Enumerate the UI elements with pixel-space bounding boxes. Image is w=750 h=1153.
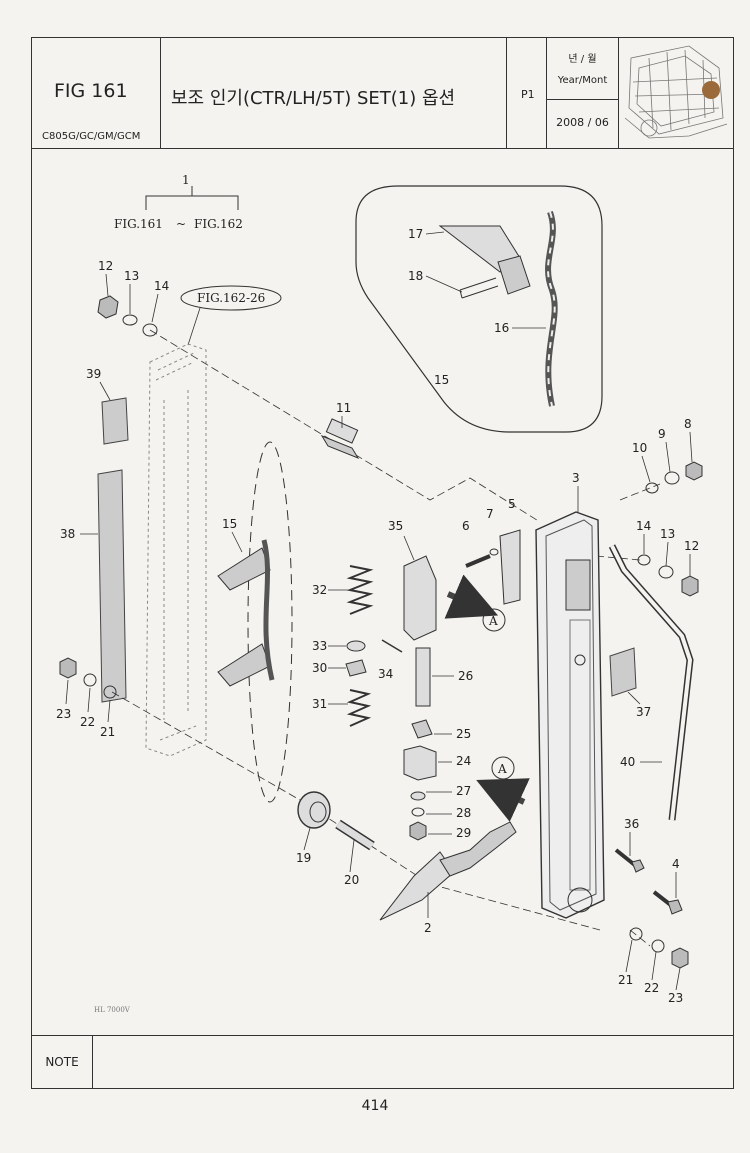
year-month-label-kr: 년 / 월 (568, 54, 597, 65)
callout-23-left: 23 (56, 707, 71, 721)
fig-cell: FIG 161 C805G/GC/GM/GCM (32, 38, 161, 148)
view-mark-a-2: A (497, 762, 507, 776)
fasteners-bottom-right: 21 22 23 (618, 927, 689, 1005)
sprocket-and-shaft: 19 20 (296, 791, 375, 887)
callout-35: 35 (388, 519, 403, 533)
callout-20: 20 (344, 873, 359, 887)
callout-11: 11 (336, 401, 351, 415)
cylinder-26: 34 26 (378, 639, 473, 707)
callout-39: 39 (86, 367, 101, 381)
callout-36: 36 (624, 817, 639, 831)
fig-ref-label: FIG.162-26 (197, 291, 265, 305)
callout-21-right: 21 (618, 973, 633, 987)
callout-1: 1 (182, 173, 190, 187)
date-cell: 년 / 월 Year/Mont 2008 / 06 (547, 38, 619, 148)
callout-22-left: 22 (80, 715, 95, 729)
drawing-code: HL 7000V (94, 1006, 131, 1014)
callout-33: 33 (312, 639, 327, 653)
label-plates: 39 38 (60, 367, 129, 703)
assembly-bracket: 1 FIG.161 ~ FIG.162 (114, 173, 243, 231)
callout-26: 26 (458, 669, 473, 683)
drawing-sheet: FIG 161 C805G/GC/GM/GCM 보조 인기(CTR/LH/5T)… (31, 37, 734, 1089)
title-block: FIG 161 C805G/GC/GM/GCM 보조 인기(CTR/LH/5T)… (32, 38, 733, 149)
callout-7: 7 (486, 507, 494, 521)
callout-16: 16 (494, 321, 509, 335)
year-month-label-en: Year/Mont (557, 75, 608, 86)
chain-detail-inset: 17 18 16 15 (355, 185, 603, 433)
callout-27: 27 (456, 784, 471, 798)
thumbnail-cell (619, 38, 735, 148)
lifter-2: 2 (379, 821, 517, 935)
callout-14-top: 14 (154, 279, 169, 293)
callout-34: 34 (378, 667, 393, 681)
callout-18: 18 (408, 269, 423, 283)
callout-32: 32 (312, 583, 327, 597)
callout-3: 3 (572, 471, 580, 485)
page-number: 414 (361, 1098, 389, 1114)
page-id-cell: P1 (507, 38, 547, 148)
callout-12-top: 12 (98, 259, 113, 273)
callout-10: 10 (632, 441, 647, 455)
callout-40: 40 (620, 755, 635, 769)
callout-13-right: 13 (660, 527, 675, 541)
callout-12-right: 12 (684, 539, 699, 553)
view-mark-a-1: A (488, 614, 498, 628)
callout-30: 30 (312, 661, 327, 675)
bolts-36-4: 36 4 (614, 817, 683, 915)
issue-date: 2008 / 06 (556, 116, 609, 129)
callout-6: 6 (462, 519, 470, 533)
note-row: NOTE (32, 1035, 733, 1088)
fasteners-top-left: 12 13 14 (97, 259, 169, 337)
bracket-35: 35 (388, 519, 437, 641)
callout-23-right: 23 (668, 991, 683, 1005)
model-list: C805G/GC/GM/GCM (42, 131, 141, 142)
bolt-washer-bracket: 6 7 5 (462, 497, 521, 605)
callout-21-left: 21 (100, 725, 115, 739)
title-cell: 보조 인기(CTR/LH/5T) SET(1) 옵션 (161, 38, 507, 148)
shaft-11: 11 (320, 401, 360, 460)
fasteners-top-right: 10 9 8 14 13 12 (632, 417, 703, 597)
callout-28: 28 (456, 806, 471, 820)
callout-9: 9 (658, 427, 666, 441)
page-id: P1 (521, 88, 535, 101)
callout-15-detail: 15 (434, 373, 449, 387)
callout-22-right: 22 (644, 981, 659, 995)
callout-5: 5 (508, 497, 516, 511)
date-divider (547, 99, 618, 100)
note-label: NOTE (32, 1036, 93, 1088)
stay-rod-40: 40 (608, 544, 694, 821)
page-title: 보조 인기(CTR/LH/5T) SET(1) 옵션 (171, 88, 456, 109)
callout-4: 4 (672, 857, 680, 871)
callout-29: 29 (456, 826, 471, 840)
callout-14-right: 14 (636, 519, 651, 533)
callout-8: 8 (684, 417, 692, 431)
callout-25: 25 (456, 727, 471, 741)
fasteners-bottom-left: 23 22 21 (56, 657, 117, 739)
callout-19: 19 (296, 851, 311, 865)
spring-assembly: 32 33 30 31 (312, 565, 374, 727)
callout-2: 2 (424, 921, 432, 935)
fig-ref-oval: FIG.162-26 (180, 285, 282, 346)
label-plate-37: 37 (609, 647, 651, 719)
fig-range-tilde: ~ (176, 217, 186, 231)
chain-case-left (145, 343, 207, 757)
callout-24: 24 (456, 754, 471, 768)
small-parts: 25 24 27 28 29 (403, 719, 471, 841)
fig-range-to: FIG.162 (194, 217, 243, 231)
chain-case-main-3: 3 (535, 471, 605, 919)
view-markers: A A (444, 574, 530, 822)
figure-number: FIG 161 (54, 80, 128, 102)
chain-loop-15: 15 (217, 441, 293, 803)
fig-range-from: FIG.161 (114, 217, 163, 231)
callout-37: 37 (636, 705, 651, 719)
callout-31: 31 (312, 697, 327, 711)
callout-17: 17 (408, 227, 423, 241)
callout-15: 15 (222, 517, 237, 531)
machine-thumbnail-icon (624, 45, 728, 139)
callout-38: 38 (60, 527, 75, 541)
callout-13-top: 13 (124, 269, 139, 283)
